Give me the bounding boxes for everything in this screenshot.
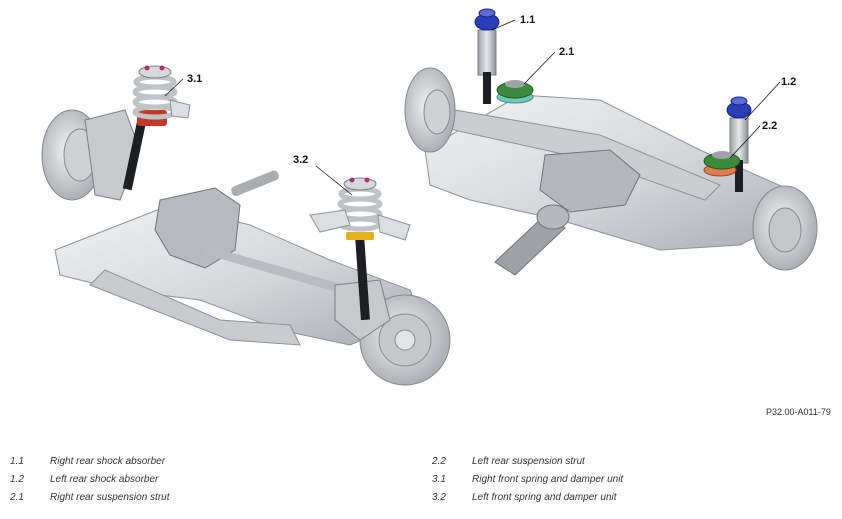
legend-text: Left rear suspension strut (472, 456, 585, 467)
right-rear-shock-absorber (474, 8, 500, 104)
callouts (164, 19, 781, 196)
legend-number: 2.1 (10, 492, 24, 503)
rear-differential (539, 149, 641, 213)
legend-item: 1.1 Right rear shock absorber (10, 456, 390, 474)
legend-text: Left front spring and damper unit (472, 492, 617, 503)
leader-1-2 (744, 81, 781, 121)
legend-left-column: 1.1 Right rear shock absorber 1.2 Left r… (10, 456, 390, 510)
front-differential (154, 187, 241, 269)
legend-item: 2.2 Left rear suspension strut (432, 456, 812, 474)
callout-3-1: 3.1 (187, 73, 202, 85)
legend-text: Right rear suspension strut (50, 492, 170, 503)
callout-3-2: 3.2 (293, 154, 308, 166)
callout-1-1: 1.1 (520, 14, 535, 26)
legend-right-column: 2.2 Left rear suspension strut 3.1 Right… (432, 456, 812, 510)
callout-1-2: 1.2 (781, 76, 796, 88)
legend-number: 1.2 (10, 474, 24, 485)
leader-2-1 (523, 51, 556, 85)
legend-number: 1.1 (10, 456, 24, 467)
front-drive-shaft (203, 245, 368, 300)
callout-2-1: 2.1 (559, 46, 574, 58)
callout-2-2: 2.2 (762, 120, 777, 132)
leader-3-2 (315, 165, 353, 196)
front-prop-shaft (231, 170, 279, 197)
left-rear-shock-absorber (726, 96, 752, 192)
legend-item: 2.1 Right rear suspension strut (10, 492, 390, 510)
legend-item: 3.1 Right front spring and damper unit (432, 474, 812, 492)
left-rear-suspension-strut (703, 151, 741, 177)
legend-number: 2.2 (432, 456, 446, 467)
legend-text: Right rear shock absorber (50, 456, 166, 467)
front-subframe-rail (89, 269, 301, 346)
rear-prop-shaft (494, 214, 566, 276)
figure-reference: P32.00-A011-79 (766, 407, 831, 417)
rear-axle-assembly (404, 8, 818, 276)
leader-2-2 (729, 125, 761, 159)
front-axle-assembly (41, 65, 451, 386)
front-right-spring-damper-unit (122, 65, 191, 191)
legend-item: 1.2 Left rear shock absorber (10, 474, 390, 492)
legend-number: 3.1 (432, 474, 446, 485)
legend-text: Right front spring and damper unit (472, 474, 624, 485)
legend-text: Left rear shock absorber (50, 474, 159, 485)
right-rear-suspension-strut (496, 80, 534, 104)
suspension-diagram: 1.1 2.1 1.2 2.2 3.1 3.2 (41, 8, 818, 386)
legend-item: 3.2 Left front spring and damper unit (432, 492, 812, 510)
front-left-spring-damper-unit (309, 177, 411, 321)
leader-3-1 (164, 78, 184, 97)
legend-number: 3.2 (432, 492, 446, 503)
leader-1-1 (491, 19, 516, 31)
